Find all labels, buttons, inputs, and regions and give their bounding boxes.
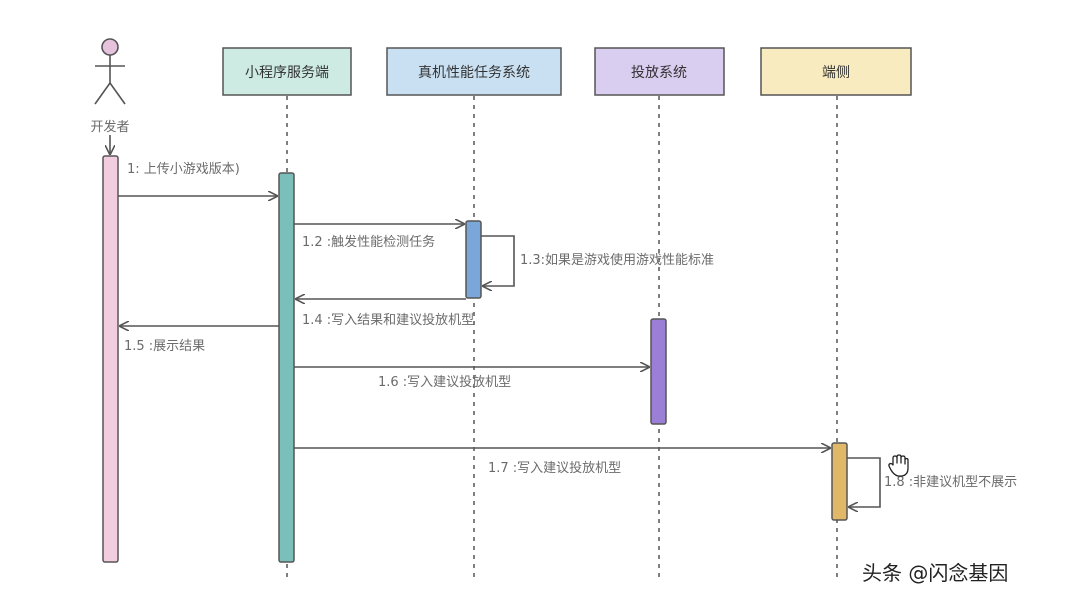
message-1-2-label: 1.2 :触发性能检测任务 [302,234,435,250]
activation-bar-ad [650,318,667,425]
watermark-text: 头条 @闪念基因 [862,561,1008,585]
activation-bar-perf [465,220,482,299]
participant-server-label: 小程序服务端 [245,65,329,81]
message-1-8-label: 1.8 :非建议机型不展示 [884,475,1017,490]
participant-perf-label: 真机性能任务系统 [418,65,530,81]
participant-client: 端侧 [760,47,912,96]
participant-ad-label: 投放系统 [631,65,687,81]
actor-head [101,38,119,56]
participant-perf: 真机性能任务系统 [386,47,562,96]
actor-leg-left [94,82,111,105]
participant-server-box [222,47,352,96]
message-1-2: 1.2 :触发性能检测任务 [294,224,464,250]
message-1-6: 1.6 :写入建议投放机型 [294,367,649,390]
message-1: 1: 上传小游戏版本) [118,162,277,196]
message-1-3-label: 1.3:如果是游戏使用游戏性能标准 [520,252,714,268]
actor-label: 开发者 [90,119,129,135]
activation-bar-server [278,172,295,563]
message-1-7-label: 1.7 :写入建议投放机型 [488,460,621,476]
participant-client-box [760,47,912,96]
message-1-5-label: 1.5 :展示结果 [124,339,205,354]
message-1-4: 1.4 :写入结果和建议投放机型 [296,299,474,328]
hand-cursor-icon [888,454,909,477]
message-1-8: 1.8 :非建议机型不展示 [847,457,1017,507]
message-1-3-arrow [481,235,515,286]
actor-developer [94,38,126,105]
message-1-5: 1.5 :展示结果 [120,326,279,354]
message-1-4-label: 1.4 :写入结果和建议投放机型 [302,312,474,328]
message-1-label: 1: 上传小游戏版本) [127,162,240,177]
participant-server: 小程序服务端 [222,47,352,96]
participant-perf-box [386,47,562,96]
participant-ad-box [594,47,725,96]
activation-bar-client [831,442,848,521]
actor-leg-right [109,82,126,105]
message-1-8-arrow [847,457,881,507]
participant-ad: 投放系统 [594,47,725,96]
participant-client-label: 端侧 [822,65,850,81]
message-1-7: 1.7 :写入建议投放机型 [294,448,830,476]
message-1-3: 1.3:如果是游戏使用游戏性能标准 [481,235,714,286]
lifelines [286,96,838,580]
activation-bar-developer [102,155,119,563]
message-1-6-label: 1.6 :写入建议投放机型 [378,374,511,390]
